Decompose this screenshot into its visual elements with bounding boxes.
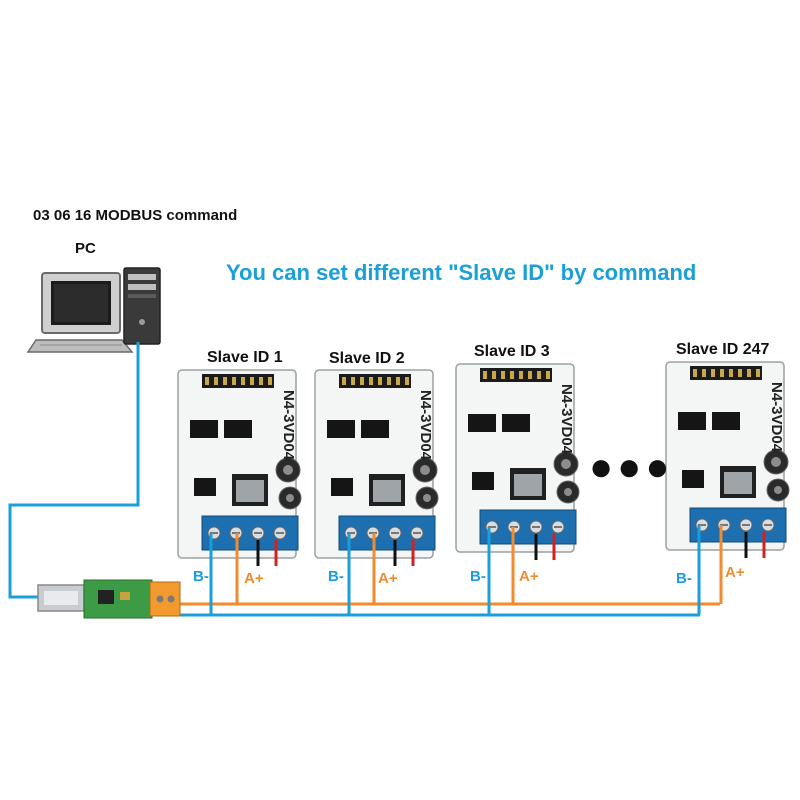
a-plus-label-247: A+	[725, 564, 745, 581]
computer-icon	[26, 267, 161, 353]
model-label: N4-3VD04	[558, 384, 575, 455]
modbus-command-label: 03 06 16 MODBUS command	[33, 207, 238, 224]
usb-rs485-adapter-icon	[37, 579, 181, 619]
module-board-2: N4-3VD04	[314, 369, 439, 615]
more-slaves-ellipsis: ●●●	[589, 445, 674, 489]
a-plus-label-1: A+	[244, 570, 264, 587]
b-minus-label-1: B-	[193, 568, 209, 585]
module-board-4: N4-3VD04	[665, 361, 790, 615]
model-label: N4-3VD04	[280, 390, 297, 461]
module-board-1: N4-3VD04	[177, 369, 302, 615]
slave-title-247: Slave ID 247	[676, 341, 770, 358]
b-minus-label-247: B-	[676, 570, 692, 587]
headline-text: You can set different "Slave ID" by comm…	[226, 260, 697, 285]
slave-title-2: Slave ID 2	[329, 350, 405, 367]
slave-title-1: Slave ID 1	[207, 349, 283, 366]
slave-title-3: Slave ID 3	[474, 343, 550, 360]
pc-label: PC	[75, 240, 96, 257]
b-minus-label-2: B-	[328, 568, 344, 585]
a-plus-label-3: A+	[519, 568, 539, 585]
model-label: N4-3VD04	[417, 390, 434, 461]
model-label: N4-3VD04	[768, 382, 785, 453]
a-plus-label-2: A+	[378, 570, 398, 587]
module-board-3: N4-3VD04	[455, 363, 580, 615]
b-minus-label-3: B-	[470, 568, 486, 585]
